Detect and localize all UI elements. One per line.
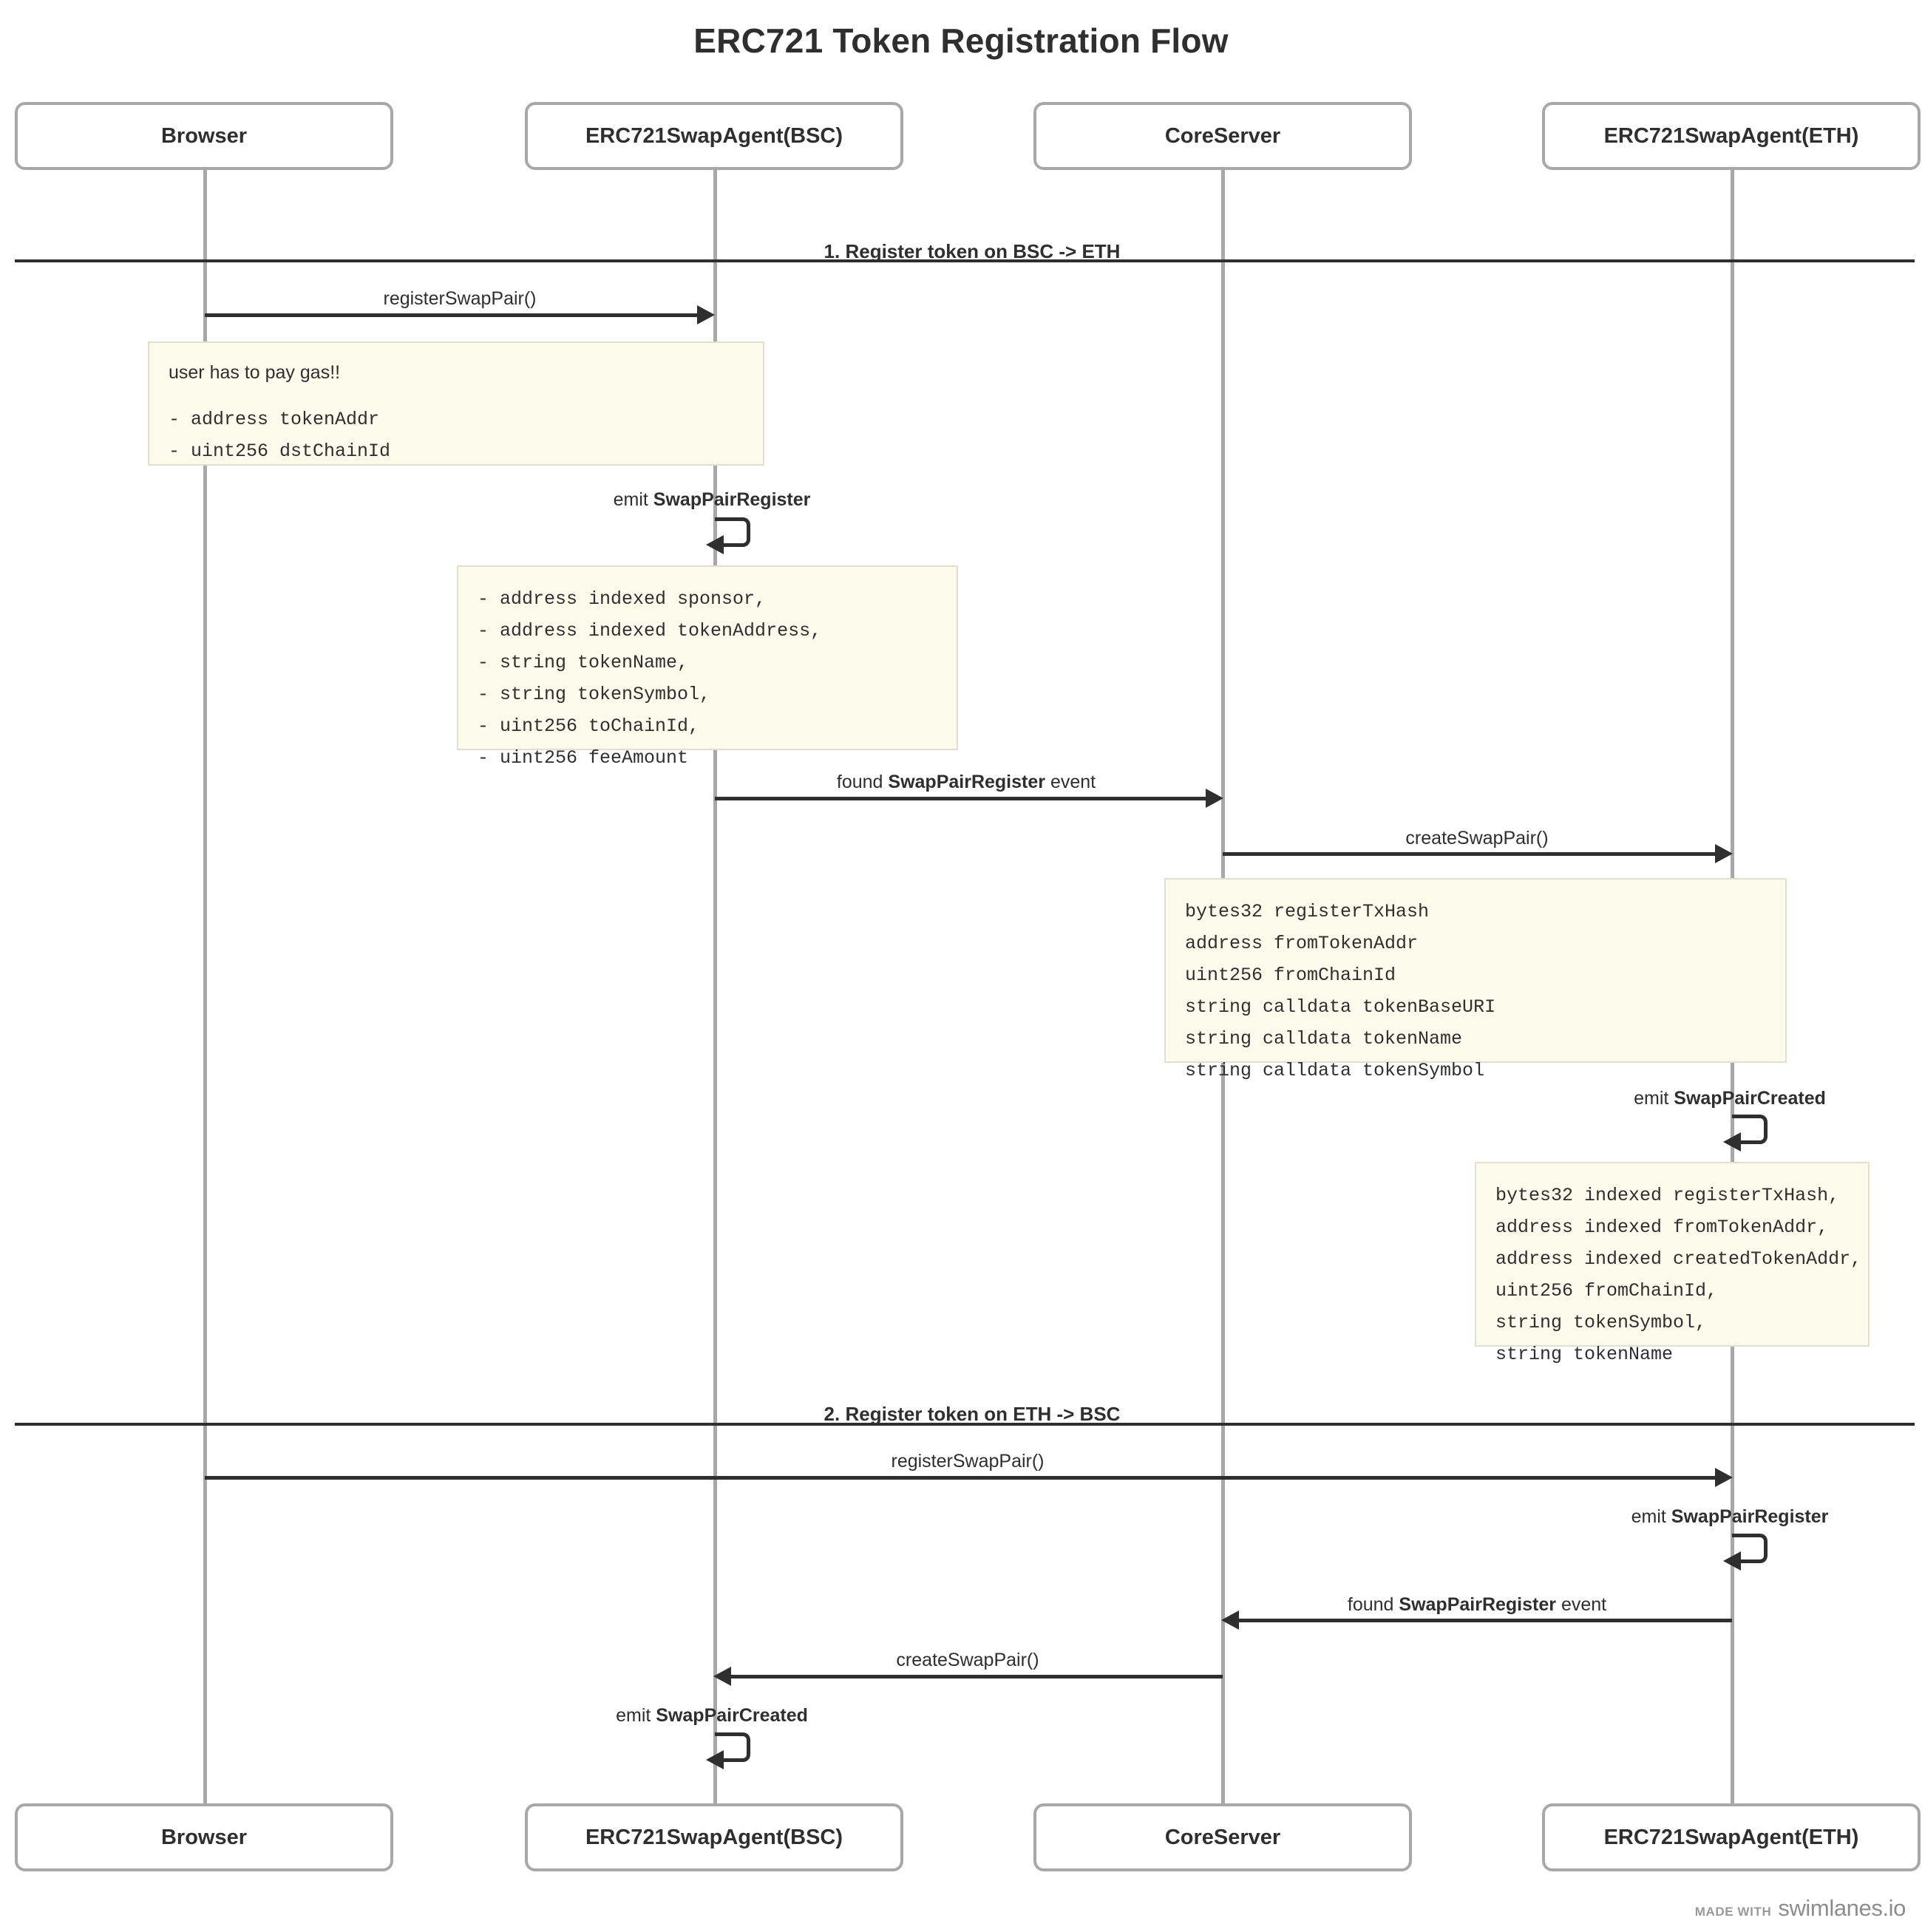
note-line: uint256 fromChainId, [1495,1280,1718,1302]
arrowhead-right-icon [1715,1468,1733,1487]
message-label-create-swap-pair-2: createSwapPair() [896,1650,1039,1670]
arrowhead-right-icon [1206,789,1223,808]
note-line: string calldata tokenName [1185,1028,1463,1050]
message-arrow-found-event-1 [715,797,1210,800]
message-label-found-event-1: found SwapPairRegister event [837,772,1096,793]
note-line: - uint256 feeAmount [478,747,689,769]
message-arrow-found-event-2 [1239,1619,1732,1622]
arrowhead-right-icon [697,305,715,324]
note-create-swap-pair-params: bytes32 registerTxHash address fromToken… [1164,878,1787,1081]
message-label-emit-swap-pair-register-1: emit SwapPairRegister [614,489,811,511]
message-event-name: SwapPairCreated [656,1705,808,1726]
footer-attribution[interactable]: MADE WITH swimlanes.io [1695,1895,1906,1922]
note-line: - uint256 dstChainId [169,440,391,462]
arrowhead-left-icon [1221,1610,1239,1630]
message-event-name: SwapPairRegister [888,772,1045,792]
note-line: - string tokenSymbol, [478,684,711,705]
note-line: string calldata tokenSymbol [1185,1060,1485,1081]
message-label-emit-swap-pair-created-2: emit SwapPairCreated [616,1705,808,1727]
self-call-loop-bsc-2 [715,1732,750,1762]
message-label-emit-swap-pair-register-2: emit SwapPairRegister [1631,1506,1829,1528]
note-line: address indexed createdTokenAddr, [1495,1248,1862,1270]
self-call-loop-eth-2 [1732,1534,1768,1563]
participant-label: ERC721SwapAgent(ETH) [1603,123,1859,148]
note-line: address indexed fromTokenAddr, [1495,1217,1829,1238]
self-call-loop-eth-1 [1732,1115,1768,1144]
participant-browser-bottom[interactable]: Browser [15,1803,393,1871]
participant-label: Browser [160,123,248,148]
message-arrow-register-swap-pair-2 [205,1476,1719,1480]
message-event-name: SwapPairCreated [1674,1088,1826,1109]
message-label-found-event-2: found SwapPairRegister event [1348,1594,1606,1616]
note-user-pays-gas: user has to pay gas!! - address tokenAdd… [148,341,764,466]
participant-label: CoreServer [1164,123,1281,148]
message-label-emit-swap-pair-created-1: emit SwapPairCreated [1634,1088,1826,1109]
section-1-label: 1. Register token on BSC -> ETH [824,240,1121,262]
note-heading: user has to pay gas!! [169,362,341,383]
arrowhead-left-icon [1723,1551,1741,1571]
message-label-register-swap-pair-1: registerSwapPair() [383,288,537,309]
message-prefix: emit [1631,1506,1671,1527]
note-line: uint256 fromChainId [1185,965,1396,986]
note-line: - string tokenName, [478,652,689,673]
participant-coreserver-bottom[interactable]: CoreServer [1033,1803,1412,1871]
lifeline-bsc-agent [713,169,717,1803]
note-line: bytes32 indexed registerTxHash, [1495,1185,1840,1206]
arrowhead-left-icon [713,1667,731,1686]
section-2-rule [15,1423,1915,1426]
participant-eth-agent-bottom[interactable]: ERC721SwapAgent(ETH) [1542,1803,1921,1871]
arrowhead-left-icon [1723,1132,1741,1152]
participant-label: Browser [160,1825,248,1849]
note-line: - address indexed sponsor, [478,588,767,610]
participant-label: CoreServer [1164,1825,1281,1849]
made-with-label: MADE WITH [1694,1905,1772,1919]
message-arrow-create-swap-pair-2 [731,1675,1223,1678]
participant-label: ERC721SwapAgent(ETH) [1603,1825,1859,1849]
participant-bsc-agent-top[interactable]: ERC721SwapAgent(BSC) [525,102,903,170]
swimlanes-brand-label: swimlanes.io [1778,1895,1906,1921]
message-prefix: emit [613,489,653,510]
note-line: address fromTokenAddr [1185,933,1419,954]
message-event-name: SwapPairRegister [653,489,811,510]
section-1-rule [15,259,1915,262]
note-line: - uint256 toChainId, [478,715,700,737]
participant-bsc-agent-bottom[interactable]: ERC721SwapAgent(BSC) [525,1803,903,1871]
message-prefix: emit [616,1705,656,1726]
message-label-register-swap-pair-2: registerSwapPair() [891,1451,1045,1472]
lifeline-browser [203,169,207,1803]
note-line: string calldata tokenBaseURI [1185,996,1496,1018]
arrowhead-left-icon [706,1750,724,1769]
message-arrow-register-swap-pair-1 [205,313,702,317]
participant-label: ERC721SwapAgent(BSC) [585,123,843,148]
arrowhead-left-icon [706,535,724,554]
participant-eth-agent-top[interactable]: ERC721SwapAgent(ETH) [1542,102,1921,170]
message-arrow-create-swap-pair-1 [1223,852,1719,856]
message-suffix: event [1556,1594,1607,1615]
note-line: string tokenSymbol, [1495,1312,1707,1333]
participant-browser-top[interactable]: Browser [15,102,393,170]
participant-label: ERC721SwapAgent(BSC) [585,1825,843,1849]
note-line: bytes32 registerTxHash [1185,901,1430,922]
message-prefix: emit [1634,1088,1674,1109]
participant-coreserver-top[interactable]: CoreServer [1033,102,1412,170]
message-prefix: found [1347,1594,1399,1615]
note-swap-pair-created-params: bytes32 indexed registerTxHash, address … [1475,1162,1870,1365]
message-event-name: SwapPairRegister [1399,1594,1556,1615]
note-spacer [169,387,744,404]
message-prefix: found [836,772,889,792]
message-event-name: SwapPairRegister [1671,1506,1829,1527]
message-label-create-swap-pair-1: createSwapPair() [1405,828,1549,848]
note-line: - address indexed tokenAddress, [478,620,822,642]
page-title: ERC721 Token Registration Flow [693,21,1229,60]
message-suffix: event [1045,772,1096,792]
note-swap-pair-register-params: - address indexed sponsor, - address ind… [457,565,958,769]
note-line: - address tokenAddr [169,408,380,430]
section-2-label: 2. Register token on ETH -> BSC [824,1403,1121,1425]
arrowhead-right-icon [1715,844,1733,863]
self-call-loop-bsc-1 [715,517,750,547]
note-line: string tokenName [1495,1344,1674,1365]
